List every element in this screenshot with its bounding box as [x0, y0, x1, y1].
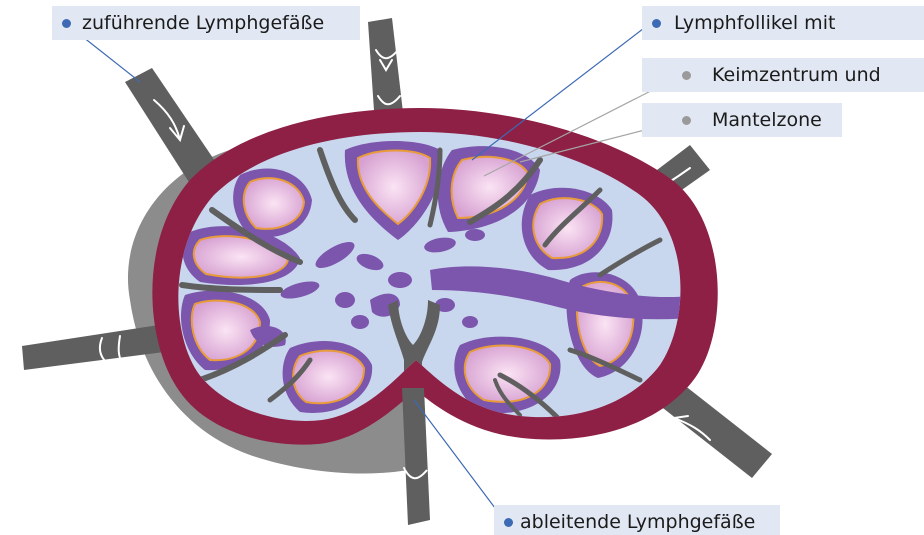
efferent-vessel [402, 388, 430, 525]
bullet-dot [504, 518, 513, 527]
label-mantle-text: Mantelzone [712, 103, 822, 137]
label-lymph-follicle: Lymphfollikel mit [642, 6, 924, 40]
label-germinal-center: Keimzentrum und [642, 58, 924, 92]
bullet-dot [652, 19, 661, 28]
label-afferent-vessels: zuführende Lymphgefäße [52, 6, 360, 40]
label-mantle-zone: Mantelzone [642, 103, 842, 137]
bullet-dot [682, 116, 691, 125]
label-germinal-text: Keimzentrum und [712, 58, 881, 92]
label-efferent-vessels: ableitende Lymphgefäße [494, 505, 780, 535]
label-afferent-text: zuführende Lymphgefäße [82, 6, 324, 40]
bullet-dot [682, 71, 691, 80]
label-efferent-text: ableitende Lymphgefäße [520, 505, 755, 535]
label-follicle-text: Lymphfollikel mit [674, 6, 835, 40]
bullet-dot [62, 19, 71, 28]
